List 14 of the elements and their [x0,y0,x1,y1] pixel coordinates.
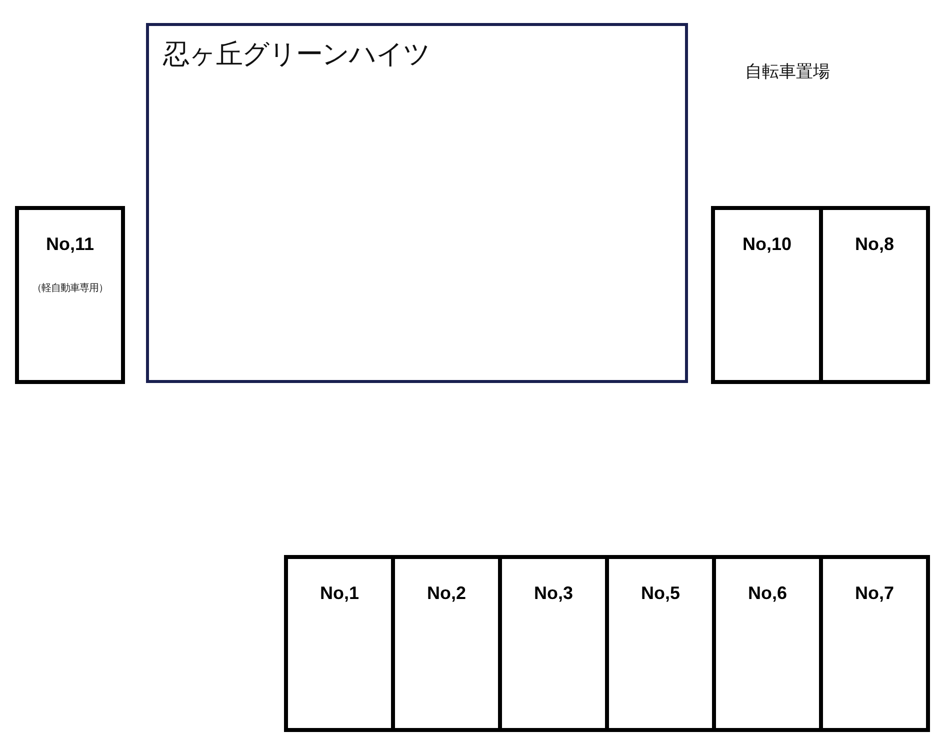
space-number: No,10 [742,234,792,255]
space-note: （軽自動車専用） [32,282,108,295]
area-label: 自転車置場 [745,61,830,83]
space-number: No,6 [748,583,787,604]
building-name: 忍ヶ丘グリーンハイツ [163,38,431,72]
space-number: No,5 [640,583,680,604]
space-number: No,1 [320,583,359,604]
building-outline [146,23,688,383]
parking-space [15,206,125,384]
space-number: No,7 [854,583,894,604]
space-number: No,3 [534,583,573,604]
space-number: No,8 [854,234,894,255]
space-number: No,2 [426,583,466,604]
space-number: No,11 [46,234,94,255]
